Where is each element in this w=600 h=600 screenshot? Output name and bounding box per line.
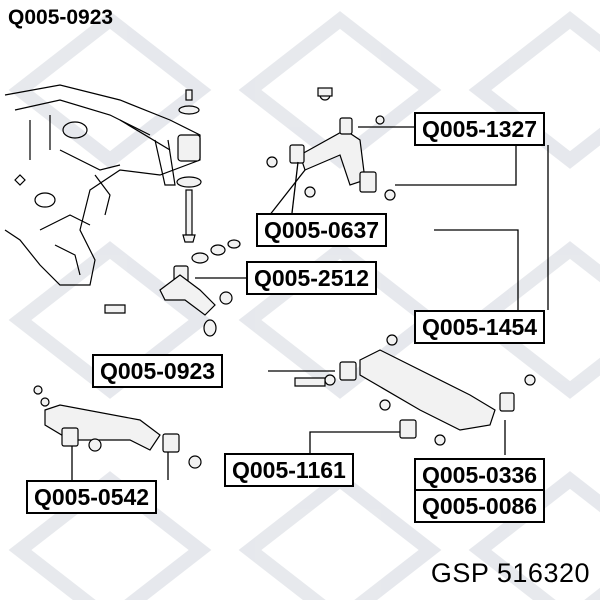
label-q005-1161: Q005-1161	[224, 453, 354, 487]
footer-part-number: GSP 516320	[430, 558, 590, 588]
toe-link-drawing	[104, 239, 241, 337]
label-q005-0086: Q005-0086	[414, 489, 546, 523]
label-q005-0542: Q005-0542	[26, 480, 158, 514]
label-q005-1454: Q005-1454	[414, 310, 546, 344]
label-q005-0923: Q005-0923	[92, 354, 224, 388]
upper-arm-drawing	[266, 87, 396, 201]
label-q005-2512: Q005-2512	[246, 261, 378, 295]
subframe-drawing	[4, 84, 201, 286]
label-q005-0336: Q005-0336	[414, 458, 546, 492]
page-title: Q005-0923	[8, 6, 114, 29]
lower-left-arm-drawing	[33, 385, 202, 469]
label-q005-0637: Q005-0637	[256, 213, 388, 247]
label-q005-1327: Q005-1327	[414, 112, 546, 146]
center-stud	[176, 89, 202, 243]
leader-lines	[71, 119, 549, 480]
lower-right-arm-drawing	[294, 334, 536, 446]
